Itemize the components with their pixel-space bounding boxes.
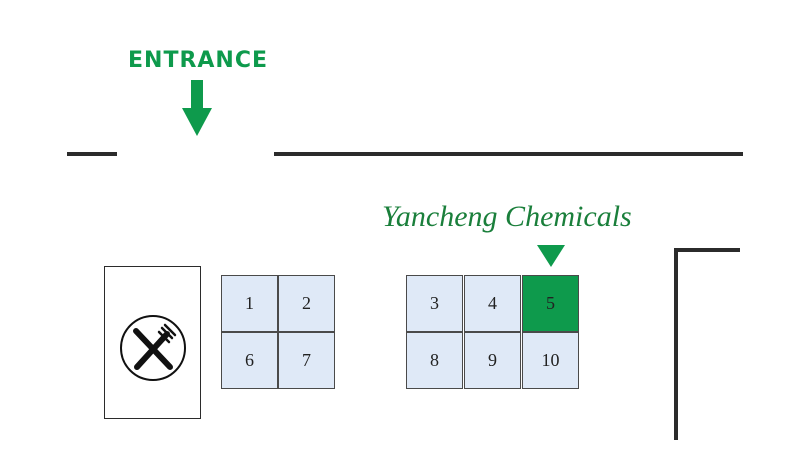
wall-top-segment xyxy=(274,152,743,156)
booth-3[interactable]: 3 xyxy=(406,275,463,332)
exhibitor-name: Yancheng Chemicals xyxy=(382,200,632,233)
down-arrow-icon xyxy=(182,80,212,136)
wall-left-segment xyxy=(67,152,117,156)
booth-10[interactable]: 10 xyxy=(522,332,579,389)
booth-5-highlighted[interactable]: 5 xyxy=(522,275,579,332)
booth-1[interactable]: 1 xyxy=(221,275,278,332)
booth-7[interactable]: 7 xyxy=(278,332,335,389)
fork-knife-icon xyxy=(120,315,186,381)
booth-2[interactable]: 2 xyxy=(278,275,335,332)
entrance-label: ENTRANCE xyxy=(128,48,268,73)
wall-right-top xyxy=(674,248,740,252)
booth-8[interactable]: 8 xyxy=(406,332,463,389)
booth-6[interactable]: 6 xyxy=(221,332,278,389)
down-triangle-icon xyxy=(537,245,565,267)
booth-4[interactable]: 4 xyxy=(464,275,521,332)
dining-area xyxy=(104,266,201,419)
wall-right-vertical xyxy=(674,248,678,440)
booth-9[interactable]: 9 xyxy=(464,332,521,389)
